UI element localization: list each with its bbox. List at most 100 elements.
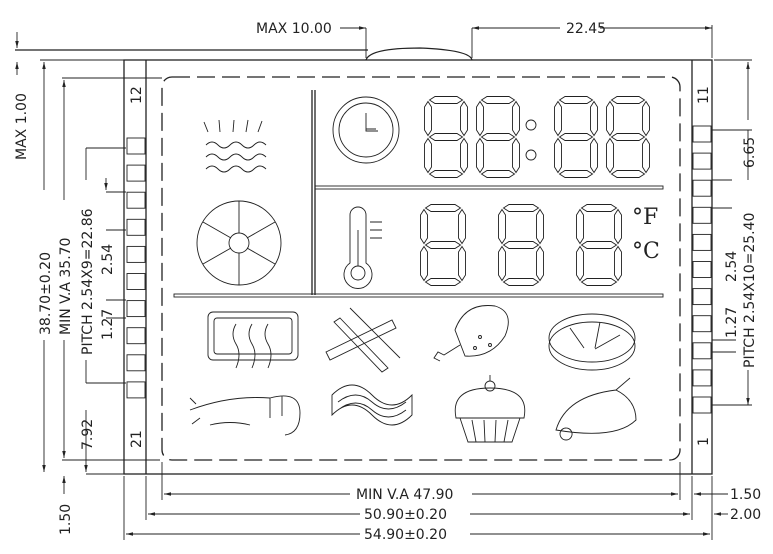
segment [642, 137, 650, 174]
segment [536, 208, 544, 245]
segment [424, 278, 462, 286]
segment [428, 133, 464, 141]
dim-va-height: MIN V.A 35.70 [58, 238, 74, 335]
pin-pad [692, 125, 712, 143]
seven-segment-digit [420, 204, 466, 286]
pin-pad [126, 191, 146, 209]
dim-max-thickness: MAX 10.00 [256, 21, 332, 37]
pin-label-12: 12 [129, 86, 145, 104]
dim-bottom-margin: 1.50 [58, 504, 74, 535]
pin-pad [692, 152, 712, 170]
pin-label-21: 21 [129, 430, 145, 448]
chicken-leg-icon [433, 305, 509, 362]
steam-icon [203, 119, 267, 173]
pin-pad [126, 327, 146, 345]
dim-pitch-left: PITCH 2.54X9=22.86 [80, 208, 96, 355]
right-pins [692, 125, 712, 414]
segment [424, 241, 462, 249]
segment [642, 100, 650, 137]
dim-outline-width: 54.90±0.20 [364, 527, 447, 543]
segment [502, 241, 540, 249]
segment [606, 137, 614, 174]
shrimp-icon [189, 395, 301, 436]
seven-segment-digit [576, 204, 622, 286]
pin-pad [692, 261, 712, 278]
seven-segment-digits [420, 96, 650, 286]
pin-pad [692, 233, 712, 251]
segment [580, 241, 618, 249]
dim-max-top: MAX 1.00 [14, 93, 30, 160]
segment [476, 100, 484, 137]
pin-pad [126, 300, 146, 318]
segment [610, 133, 646, 141]
dim-offset-right: 22.45 [566, 21, 606, 37]
segment [536, 245, 544, 282]
dim-right-margin-2: 2.00 [730, 507, 761, 523]
segment [590, 137, 598, 174]
segment [502, 278, 540, 286]
dim-pitch-right-small: 2.54 [724, 251, 740, 282]
seven-segment-digit [606, 96, 650, 178]
segment [480, 96, 516, 104]
segment [580, 278, 618, 286]
segment [460, 100, 468, 137]
celsius-label: °C [632, 239, 660, 264]
segment [480, 133, 516, 141]
segment [428, 96, 464, 104]
segment [590, 100, 598, 137]
dim-pin-width-left: 1.27 [100, 309, 116, 340]
segment [428, 170, 464, 178]
segment [420, 208, 428, 245]
pin-pad [126, 245, 146, 263]
seven-segment-digit [498, 204, 544, 286]
fan-icon [196, 200, 282, 286]
lcd-outline [15, 47, 713, 475]
fahrenheit-label: °F [632, 205, 658, 230]
segment [476, 137, 484, 174]
thermometer-icon [343, 206, 382, 289]
segment [614, 245, 622, 282]
segment [498, 208, 506, 245]
seven-segment-digit [476, 96, 520, 178]
dim-outline-height: 38.70±0.20 [38, 252, 54, 335]
segment [610, 96, 646, 104]
pin-pad [692, 396, 712, 414]
segment [576, 245, 584, 282]
steak-icon [548, 313, 636, 371]
segment [512, 137, 520, 174]
segment [554, 100, 562, 137]
fries-icon [325, 307, 401, 373]
segment [512, 100, 520, 137]
fish-icon [555, 377, 637, 441]
dim-pitch-left-small: 2.54 [100, 244, 116, 275]
segment [424, 137, 432, 174]
colon-dot-top [525, 119, 537, 131]
segment [606, 100, 614, 137]
cupcake-icon [454, 375, 526, 443]
pin-label-11: 11 [696, 86, 712, 104]
dimension-lines [15, 25, 752, 540]
dim-glass-width: 50.90±0.20 [364, 507, 447, 523]
segment [614, 208, 622, 245]
segment [498, 245, 506, 282]
pin-pad [692, 369, 712, 387]
segment [558, 96, 594, 104]
pin-pad [692, 179, 712, 197]
segment [424, 204, 462, 212]
segment [576, 208, 584, 245]
segment [554, 137, 562, 174]
pin-pad [126, 354, 146, 372]
pin-pad [692, 315, 712, 333]
segment [558, 170, 594, 178]
segment [558, 133, 594, 141]
segment [480, 170, 516, 178]
pin-pad [692, 206, 712, 224]
bacon-icon [331, 384, 413, 426]
segment [610, 170, 646, 178]
dim-pin-width-right: 1.27 [724, 307, 740, 338]
pin-pad [692, 288, 712, 306]
segment [424, 100, 432, 137]
pin-pad [126, 164, 146, 182]
dim-right-margin-1: 1.50 [730, 487, 761, 503]
